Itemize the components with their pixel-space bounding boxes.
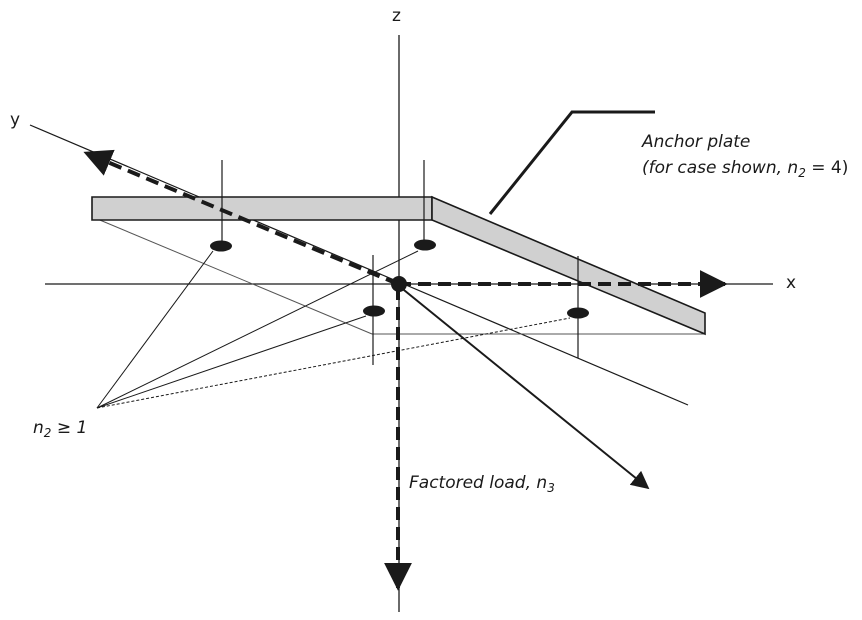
origin-point bbox=[391, 276, 407, 292]
load-component-y-arrow bbox=[83, 149, 399, 286]
anchors-n: n bbox=[33, 418, 44, 438]
anchor-leader-line bbox=[96, 250, 419, 409]
case-note-prefix: (for case shown, bbox=[642, 158, 788, 178]
anchors-n-subscript: 2 bbox=[43, 426, 52, 440]
case-note-n-subscript: 2 bbox=[798, 166, 806, 180]
y-axis-label: y bbox=[10, 110, 21, 130]
anchor-leader-line bbox=[96, 250, 214, 409]
anchor-plate-side-face bbox=[431, 195, 706, 336]
factored-load-text: Factored load, bbox=[409, 473, 537, 493]
anchors-relation: ≥ 1 bbox=[51, 418, 88, 438]
anchor-head bbox=[414, 239, 436, 251]
anchor-leader-line bbox=[96, 317, 571, 409]
case-note-suffix: = 4) bbox=[805, 158, 849, 178]
anchor-head bbox=[363, 305, 385, 317]
anchor-plate-case-note: (for case shown, n2 = 4) bbox=[642, 158, 849, 180]
factored-load-n-subscript: 3 bbox=[547, 481, 555, 495]
factored-load-label: Factored load, n3 bbox=[409, 473, 555, 495]
factored-load-arrow bbox=[398, 285, 650, 490]
anchor-plate-callout-line bbox=[488, 110, 655, 215]
anchor-head bbox=[210, 240, 232, 252]
y-axis-line bbox=[29, 124, 689, 406]
case-note-n: n bbox=[787, 158, 799, 178]
factored-load-n: n bbox=[536, 473, 548, 493]
anchor-plate-label: Anchor plate bbox=[642, 132, 751, 152]
anchors-count-label: n2 ≥ 1 bbox=[33, 418, 88, 440]
plate-projection-line bbox=[94, 217, 373, 335]
anchor-leader-line bbox=[96, 315, 367, 409]
anchor-head bbox=[567, 307, 589, 319]
x-axis-label: x bbox=[786, 273, 797, 293]
anchor-plate-front-face bbox=[91, 196, 433, 221]
z-axis-label: z bbox=[392, 6, 401, 26]
